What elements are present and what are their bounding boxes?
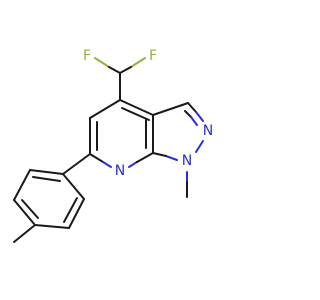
bond-tolyl-para-methyl <box>13 224 36 243</box>
bond-c4-c3a <box>119 99 154 116</box>
difluoromethyl-group: F F <box>83 48 157 101</box>
bond-tolyl-meta-a-para-inner <box>21 199 39 219</box>
tolyl-group <box>13 153 91 243</box>
fluorine-atom-right: F <box>149 48 157 64</box>
fluorine-atom-left: F <box>83 48 91 64</box>
bond-tolyl-ortho-b-ipso <box>62 173 85 200</box>
bond-c4-c3a-inner <box>121 107 150 121</box>
pyridine-nitrogen-atom: N <box>115 163 125 179</box>
bond-chf-f-right <box>130 57 146 68</box>
bond-tolyl-meta-b-ortho-b-inner <box>63 197 78 223</box>
bond-c3a-c3 <box>152 102 189 116</box>
bond-tolyl-ortho-a-meta-a <box>13 169 31 201</box>
pyrazole-ring: N N <box>152 102 213 169</box>
bond-tolyl-para-meta-b <box>34 224 70 229</box>
bond-c6-n7-nitrogen-half <box>102 161 112 168</box>
pyridine-ring: N <box>89 99 154 179</box>
bond-c3-n2-inner-nitrogen-half <box>190 116 198 126</box>
bond-c3-n2-carbon-half <box>187 102 197 113</box>
bond-c6-n7-carbon-half <box>89 153 104 163</box>
bond-n1-c7a-nitrogen-half <box>165 155 178 161</box>
bond-c4-c5 <box>89 99 121 119</box>
bond-n2-n1 <box>195 140 204 153</box>
bond-tolyl-ipso-ortho-a <box>29 169 64 175</box>
bond-c6-tolyl-ipso <box>62 153 91 175</box>
bond-n1-c7a-carbon-half <box>152 152 167 157</box>
pyrazole-n2-atom: N <box>203 123 213 139</box>
bond-n7-c7a-nitrogen-half <box>128 161 138 168</box>
bond-c3-n2-inner-carbon-half <box>184 110 192 118</box>
bond-chf-f-left-carbon-half <box>108 66 121 74</box>
bond-tolyl-ipso-ortho-a-inner <box>32 176 61 182</box>
bond-chf-f-right-carbon-half <box>119 66 132 74</box>
bond-n7-c7a-carbon-half <box>136 152 154 163</box>
bond-tolyl-meta-a-para <box>13 199 36 226</box>
bond-tolyl-meta-b-ortho-b <box>68 198 85 229</box>
bond-chf-f-left <box>94 57 110 68</box>
molecule-structure-diagram: F F N N N <box>13 48 213 243</box>
pyrazole-n1-atom: N <box>182 153 192 169</box>
bond-c3-n2-nitrogen-half <box>195 111 204 122</box>
